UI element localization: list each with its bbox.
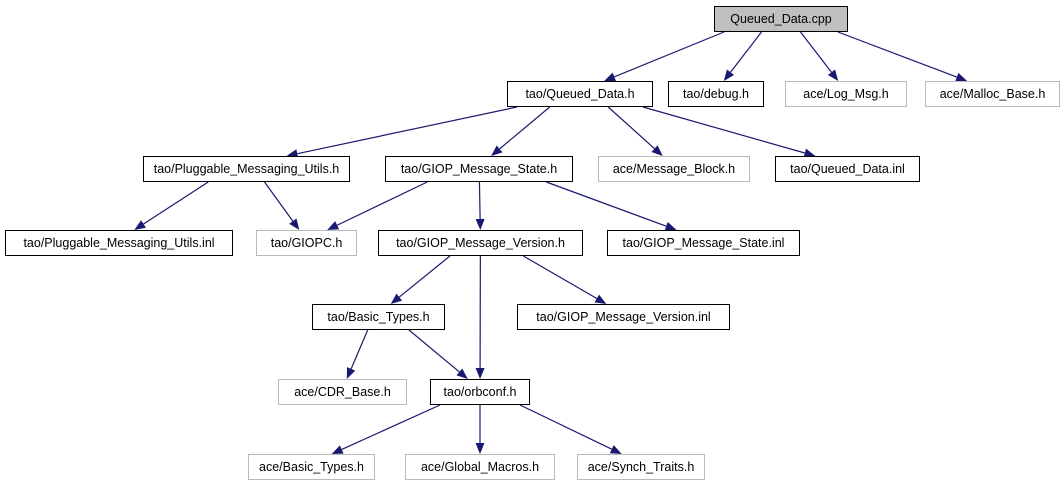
graph-node-tao-pluggable-messaging-utils-inl[interactable]: tao/Pluggable_Messaging_Utils.inl: [5, 230, 233, 256]
graph-node-ace-log-msg-h: ace/Log_Msg.h: [785, 81, 907, 107]
edge-tao_giop_message_version_h-to-tao_orbconf_h: [475, 255, 485, 379]
edge-tao_orbconf_h-to-ace_global_macros_h: [475, 405, 485, 454]
edge-queued_data_cpp-to-ace_log_msg_h: [800, 31, 839, 81]
edge-tao_queued_data_h-to-ace_message_block_h: [607, 106, 663, 156]
edge-tao_queued_data_h-to-tao_giop_message_state_h: [491, 106, 551, 156]
graph-node-tao-basic-types-h[interactable]: tao/Basic_Types.h: [312, 304, 445, 330]
graph-node-tao-debug-h[interactable]: tao/debug.h: [668, 81, 764, 107]
graph-node-tao-orbconf-h[interactable]: tao/orbconf.h: [430, 379, 530, 405]
graph-node-ace-malloc-base-h: ace/Malloc_Base.h: [925, 81, 1060, 107]
edge-tao_giop_message_state_h-to-tao_giop_message_version_h: [475, 181, 485, 230]
edge-tao_queued_data_h-to-tao_pluggable_messaging_utils_h: [286, 106, 518, 159]
edge-tao_giop_message_state_h-to-tao_giop_message_state_inl: [546, 181, 677, 231]
graph-node-ace-cdr-base-h: ace/CDR_Base.h: [278, 379, 407, 405]
graph-node-ace-basic-types-h: ace/Basic_Types.h: [248, 454, 375, 480]
edge-tao_orbconf_h-to-ace_basic_types_h: [331, 404, 441, 454]
graph-node-tao-giop-message-state-inl[interactable]: tao/GIOP_Message_State.inl: [607, 230, 800, 256]
graph-node-tao-giop-message-state-h[interactable]: tao/GIOP_Message_State.h: [385, 156, 573, 182]
edge-tao_pluggable_messaging_utils_h-to-tao_pluggable_messaging_utils_inl: [134, 181, 209, 230]
edge-tao_giop_message_state_h-to-tao_giopc_h: [327, 181, 428, 230]
graph-node-ace-message-block-h: ace/Message_Block.h: [598, 156, 750, 182]
graph-node-ace-global-macros-h: ace/Global_Macros.h: [405, 454, 555, 480]
graph-node-tao-giop-message-version-inl[interactable]: tao/GIOP_Message_Version.inl: [517, 304, 730, 330]
edge-queued_data_cpp-to-tao_queued_data_h: [604, 31, 725, 82]
edge-queued_data_cpp-to-tao_debug_h: [723, 31, 762, 81]
edge-queued_data_cpp-to-ace_malloc_base_h: [837, 31, 968, 82]
graph-node-tao-pluggable-messaging-utils-h[interactable]: tao/Pluggable_Messaging_Utils.h: [143, 156, 350, 182]
graph-node-ace-synch-traits-h: ace/Synch_Traits.h: [577, 454, 705, 480]
edge-tao_pluggable_messaging_utils_h-to-tao_giopc_h: [264, 181, 300, 230]
graph-node-tao-giop-message-version-h[interactable]: tao/GIOP_Message_Version.h: [378, 230, 583, 256]
edge-tao_basic_types_h-to-ace_cdr_base_h: [346, 329, 369, 379]
graph-node-queued-data-cpp: Queued_Data.cpp: [714, 6, 848, 32]
edge-tao_orbconf_h-to-ace_synch_traits_h: [519, 404, 622, 454]
edge-tao_queued_data_h-to-tao_queued_data_inl: [642, 106, 816, 158]
graph-node-tao-queued-data-inl[interactable]: tao/Queued_Data.inl: [775, 156, 920, 182]
graph-node-tao-giopc-h: tao/GIOPC.h: [256, 230, 357, 256]
edge-tao_basic_types_h-to-tao_orbconf_h: [408, 329, 468, 379]
edge-tao_giop_message_version_h-to-tao_giop_message_version_inl: [523, 255, 607, 304]
edge-tao_giop_message_version_h-to-tao_basic_types_h: [390, 255, 451, 304]
graph-node-tao-queued-data-h[interactable]: tao/Queued_Data.h: [507, 81, 653, 107]
